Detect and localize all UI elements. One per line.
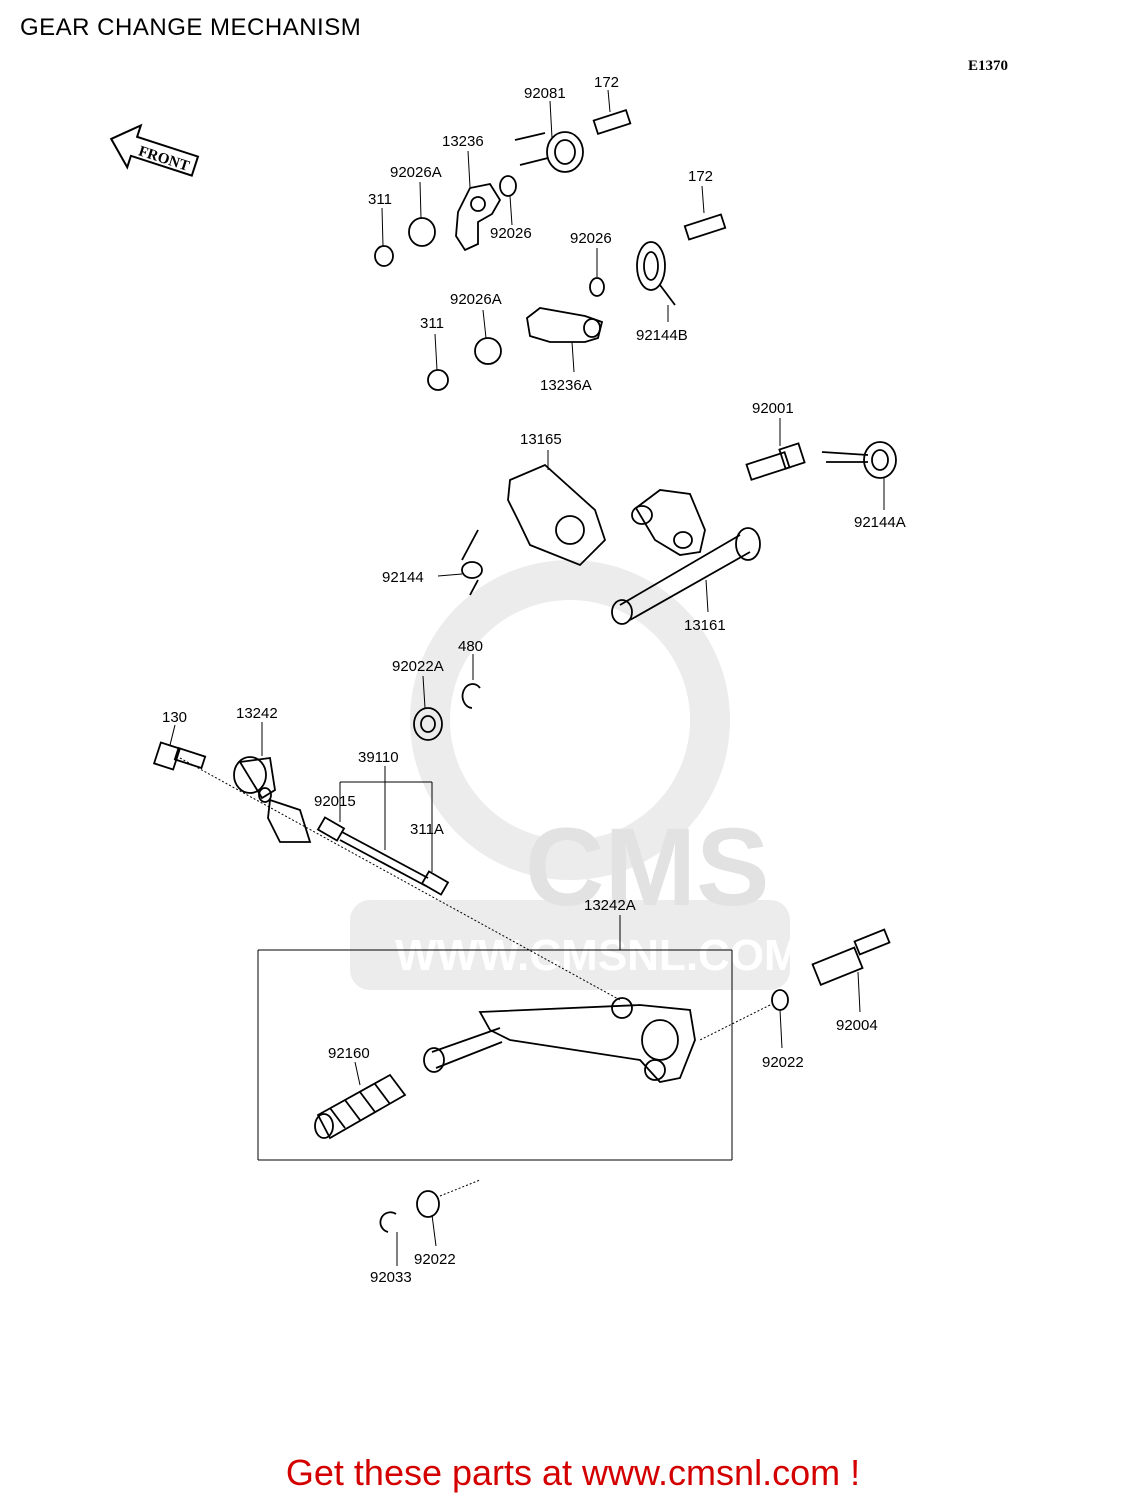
- part-label: 92026: [490, 225, 532, 242]
- washer-92022A: [413, 675, 443, 741]
- part-label: 92026: [570, 230, 612, 247]
- watermark-cms: CMS: [525, 806, 769, 929]
- washer-92026A-bottom: [474, 309, 502, 365]
- part-label: 92015: [314, 793, 356, 810]
- spring-92081: [514, 100, 584, 173]
- plate-13236A: [526, 307, 604, 373]
- bolt-130: [152, 724, 207, 771]
- spring-92144A: [821, 441, 897, 510]
- shaft-13161: [611, 489, 761, 625]
- part-label: 480: [458, 638, 483, 655]
- part-label: 172: [594, 74, 619, 91]
- pivot-bolt-92004: [811, 928, 891, 1013]
- part-label: 311: [368, 191, 392, 208]
- bolt-92001: [745, 418, 806, 481]
- part-label: 92026A: [450, 291, 502, 308]
- watermark: CMS WWW.CMSNL.COM: [350, 560, 801, 990]
- part-label: 311: [420, 315, 444, 332]
- clip-92033: [379, 1211, 398, 1266]
- page-title: GEAR CHANGE MECHANISM: [20, 14, 362, 41]
- nut-92015: [316, 816, 346, 842]
- washer-92026-a: [499, 175, 517, 226]
- part-label: 13161: [684, 617, 726, 634]
- footer-promo-link[interactable]: Get these parts at www.cmsnl.com !: [285, 1452, 861, 1493]
- plate-13165: [507, 450, 607, 567]
- stud-172-right: [683, 185, 727, 241]
- rod-end-13242: [233, 722, 312, 843]
- washer-92022-right: [699, 989, 789, 1049]
- pedal-rubber-92160: [314, 1061, 407, 1140]
- part-label: 13242A: [584, 897, 636, 914]
- part-label: 92022: [414, 1251, 456, 1268]
- front-label: FRONT: [136, 143, 191, 174]
- nut-311-bottom: [427, 333, 449, 391]
- washer-92026A-top: [408, 181, 436, 247]
- stud-172-top: [592, 89, 632, 136]
- plate-13236: [455, 150, 502, 252]
- part-label: 13165: [520, 431, 562, 448]
- part-label: 92081: [524, 85, 566, 102]
- nut-311A: [420, 870, 450, 896]
- part-label: 92004: [836, 1017, 878, 1034]
- part-label: 130: [162, 709, 187, 726]
- part-label: 92144B: [636, 327, 688, 344]
- bracket-13242A: [257, 915, 733, 1161]
- shift-pedal: [423, 997, 696, 1083]
- part-label: 92022A: [392, 658, 444, 675]
- watermark-url: WWW.CMSNL.COM: [395, 931, 801, 980]
- front-arrow: FRONT: [109, 123, 200, 177]
- part-label: 13242: [236, 705, 278, 722]
- washer-92022-lower: [416, 1179, 481, 1247]
- part-label: 39110: [358, 749, 399, 766]
- washer-92026-b: [589, 248, 605, 297]
- part-label: 92022: [762, 1054, 804, 1071]
- part-label: 13236A: [540, 377, 592, 394]
- nut-311-top: [374, 207, 394, 267]
- part-label: 92001: [752, 400, 794, 417]
- bracket-39110: [339, 766, 433, 872]
- part-label: 92160: [328, 1045, 370, 1062]
- part-label: 92144: [382, 569, 424, 586]
- spring-92144B: [636, 241, 676, 322]
- part-label: 13236: [442, 133, 484, 150]
- diagram-id: E1370: [968, 58, 1009, 74]
- tie-rod: [339, 831, 429, 887]
- part-label: 311A: [410, 821, 444, 838]
- spring-92144: [437, 529, 483, 596]
- circlip-480: [461, 654, 481, 709]
- part-label: 172: [688, 168, 713, 185]
- part-label: 92144A: [854, 514, 906, 531]
- part-label: 92026A: [390, 164, 442, 181]
- part-label: 92033: [370, 1269, 412, 1286]
